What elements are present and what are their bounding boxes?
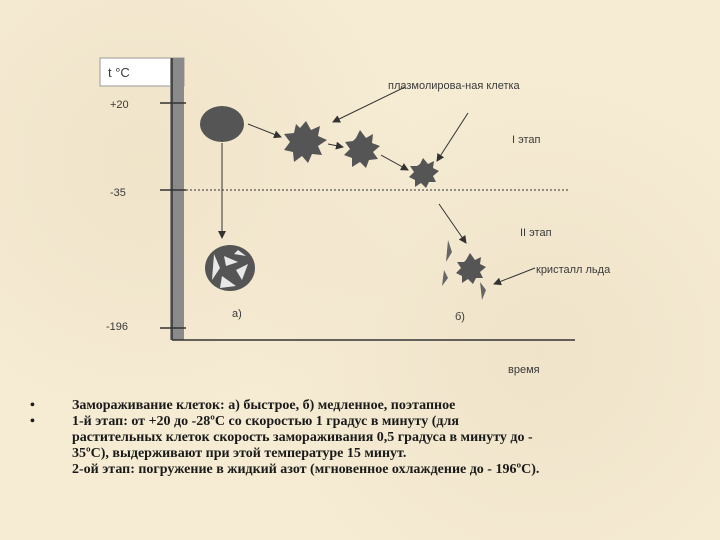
plasmolysed-cell-3 xyxy=(409,158,439,188)
arrow-plasmolysed-2-3 xyxy=(380,154,409,171)
label-plasmolysed-cell: плазмолирова-ная клетка xyxy=(388,80,521,92)
label-stage-2: II этап xyxy=(520,227,552,239)
arrow-initial-to-plasmolysed xyxy=(247,123,282,139)
y-axis-bar xyxy=(170,58,184,340)
arrow-ice-crystal xyxy=(493,267,536,286)
plasmolysed-cell-2 xyxy=(344,130,380,168)
label-ice-crystal: кристалл льда xyxy=(536,264,611,276)
label-panel-b: б) xyxy=(455,311,465,323)
caption-line: растительных клеток скорость замораживан… xyxy=(72,430,533,445)
x-axis-label: время xyxy=(508,364,540,376)
y-axis-label: t °C xyxy=(108,65,130,80)
caption-line: 2-ой этап: погружение в жидкий азот (мгн… xyxy=(72,462,540,477)
label-panel-a: а) xyxy=(232,308,242,320)
caption-line: Замораживание клеток: а) быстрое, б) мед… xyxy=(72,398,456,413)
caption-line: 1-й этап: от +20 до -28ºС со скоростью 1… xyxy=(72,414,459,429)
caption-item-freezing: Замораживание клеток: а) быстрое, б) мед… xyxy=(26,398,696,414)
tick-label-plus20: +20 xyxy=(110,99,129,111)
tick-label-minus196: -196 xyxy=(106,321,128,333)
cell-initial xyxy=(200,106,244,142)
arrow-plasmolysed-label-2 xyxy=(436,112,469,162)
caption-item-stages: 1-й этап: от +20 до -28ºС со скоростью 1… xyxy=(26,414,696,478)
tick-label-minus35: -35 xyxy=(110,187,126,199)
arrow-plasmolysed-1-2 xyxy=(327,141,344,150)
arrow-plasmolysed-label xyxy=(332,86,406,123)
cell-slow-frozen xyxy=(442,240,486,300)
freezing-diagram: t °C +20 -35 -196 время плазмолирова-ная… xyxy=(99,57,611,376)
cell-fast-frozen xyxy=(205,245,255,291)
plasmolysed-cell-1 xyxy=(284,121,327,163)
arrow-slow-freeze xyxy=(438,203,467,244)
caption-notes: Замораживание клеток: а) быстрое, б) мед… xyxy=(26,398,696,478)
label-stage-1: I этап xyxy=(512,134,541,146)
caption-line: 35ºС), выдерживают при этой температуре … xyxy=(72,446,407,461)
